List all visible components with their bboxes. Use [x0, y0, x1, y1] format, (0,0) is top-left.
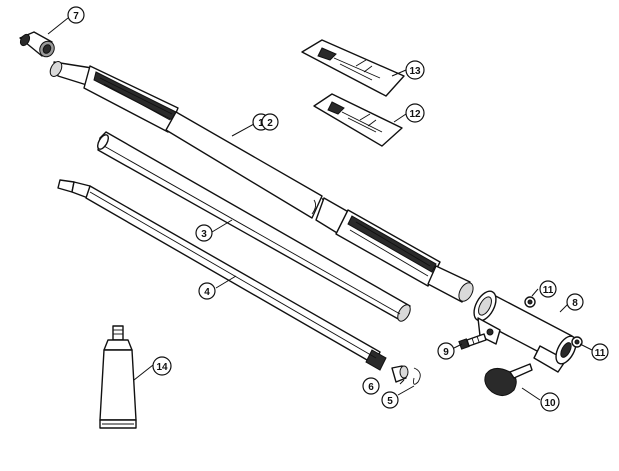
callout-9: 9	[437, 342, 455, 360]
part-13-label	[301, 39, 405, 97]
part-1-2-drive-tube	[49, 61, 474, 303]
callout-10: 10	[540, 392, 560, 412]
svg-text:4: 4	[204, 287, 210, 298]
part-5-circlip	[413, 367, 421, 385]
svg-text:1: 1	[258, 118, 264, 129]
part-7-end-cap	[19, 31, 55, 58]
part-11-nut-right	[571, 336, 583, 348]
svg-text:13: 13	[409, 66, 421, 77]
callout-6: 6	[362, 377, 380, 395]
svg-text:6: 6	[368, 382, 374, 393]
svg-text:7: 7	[73, 11, 79, 22]
svg-text:11: 11	[595, 348, 606, 359]
part-12-label	[313, 93, 403, 147]
svg-text:8: 8	[572, 298, 578, 309]
part-6-bushing	[391, 365, 409, 383]
callout-11-top: 11	[539, 280, 557, 298]
callout-2: 2	[261, 113, 279, 131]
svg-text:9: 9	[443, 347, 449, 358]
svg-text:14: 14	[156, 362, 168, 373]
callout-3: 3	[195, 224, 213, 242]
callout-11-right: 11	[591, 343, 609, 361]
part-10-wing-screw	[484, 363, 533, 396]
svg-text:10: 10	[544, 398, 556, 409]
svg-text:3: 3	[201, 229, 207, 240]
part-3-protective-tube	[97, 131, 411, 322]
part-9-screw	[458, 333, 487, 350]
callout-13: 13	[405, 60, 425, 80]
callout-7: 7	[67, 6, 85, 24]
callout-4: 4	[198, 282, 216, 300]
svg-text:2: 2	[267, 118, 273, 129]
part-14-grease-tube	[99, 325, 137, 429]
svg-text:11: 11	[543, 285, 554, 296]
callout-12: 12	[405, 103, 425, 123]
svg-text:5: 5	[387, 396, 393, 407]
part-4-drive-shaft	[57, 179, 387, 371]
leader-lines	[47, 17, 593, 401]
part-11-nut-top	[524, 296, 536, 308]
callout-14: 14	[152, 356, 172, 376]
callout-5: 5	[381, 391, 399, 409]
callout-8: 8	[566, 293, 584, 311]
svg-text:12: 12	[409, 109, 421, 120]
part-8-clamp-housing	[473, 290, 577, 373]
